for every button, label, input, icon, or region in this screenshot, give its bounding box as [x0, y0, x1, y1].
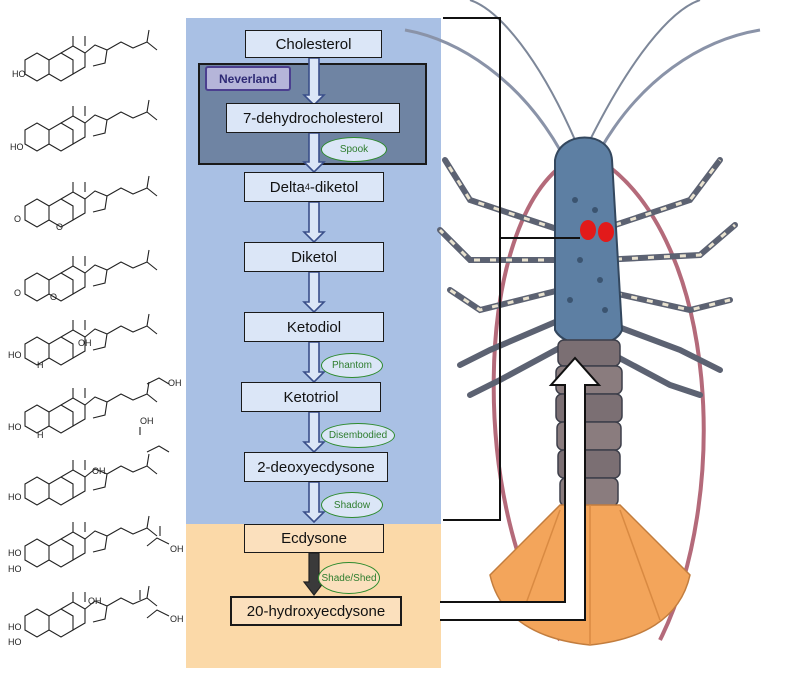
pathway-arrows [302, 57, 326, 596]
delta-label-suffix: -diketol [309, 178, 359, 196]
enzyme-disembodied: Disembodied [321, 423, 395, 448]
enzyme-neverland: Neverland [205, 66, 291, 91]
delta-label-text: Delta [269, 178, 305, 196]
enzyme-phantom: Phantom [321, 353, 383, 378]
h-label-6: H [37, 430, 44, 440]
step-ecdysone: Ecdysone [244, 524, 384, 553]
step-diketol: Diketol [244, 242, 384, 272]
step-cholesterol: Cholesterol [245, 30, 382, 58]
oh-label-7: OH [92, 466, 106, 476]
structure-cholesterol [24, 29, 158, 82]
o-label-4: O [14, 288, 21, 298]
enzyme-shadow: Shadow [321, 492, 383, 518]
ho-label-5: HO [8, 350, 22, 360]
step-2-deoxyecdysone: 2-deoxyecdysone [244, 452, 388, 482]
ho-label-8: HO [8, 548, 22, 558]
ho-label-1: HO [12, 69, 26, 79]
bracket-connector [443, 17, 580, 521]
enzyme-spook: Spook [321, 137, 387, 162]
step-ketotriol: Ketotriol [241, 382, 381, 412]
oh-label-9: OH [170, 614, 184, 624]
hollow-arrow [440, 356, 602, 621]
ho-label-9b: HO [8, 637, 22, 647]
step-ketodiol: Ketodiol [244, 312, 384, 342]
oh-label-5: OH [78, 338, 92, 348]
oh-label-7b: OH [140, 416, 154, 426]
ho-label-9: HO [8, 622, 22, 632]
ho-label-6: HO [8, 422, 22, 432]
o-label-4b: O [50, 292, 57, 302]
ho-label-8b: HO [8, 564, 22, 574]
step-7-dehydrocholesterol: 7-dehydrocholesterol [226, 103, 400, 133]
oh-label-9b: OH [88, 596, 102, 606]
o-label-3: O [14, 214, 21, 224]
oh-label-6: OH [168, 378, 182, 388]
oh-label-8: OH [170, 544, 184, 554]
h-label-5: H [37, 360, 44, 370]
molecule-structures: HO HO O O O O HO H OH HO H OH HO OH OH H… [8, 29, 184, 647]
o-label-3b: O [56, 222, 63, 232]
ho-label-7: HO [8, 492, 22, 502]
delta-superscript: 4 [304, 182, 310, 192]
step-20-hydroxyecdysone: 20-hydroxyecdysone [230, 596, 402, 626]
enzyme-shade-shed: Shade/Shed [318, 562, 380, 594]
ho-label-2: HO [10, 142, 24, 152]
